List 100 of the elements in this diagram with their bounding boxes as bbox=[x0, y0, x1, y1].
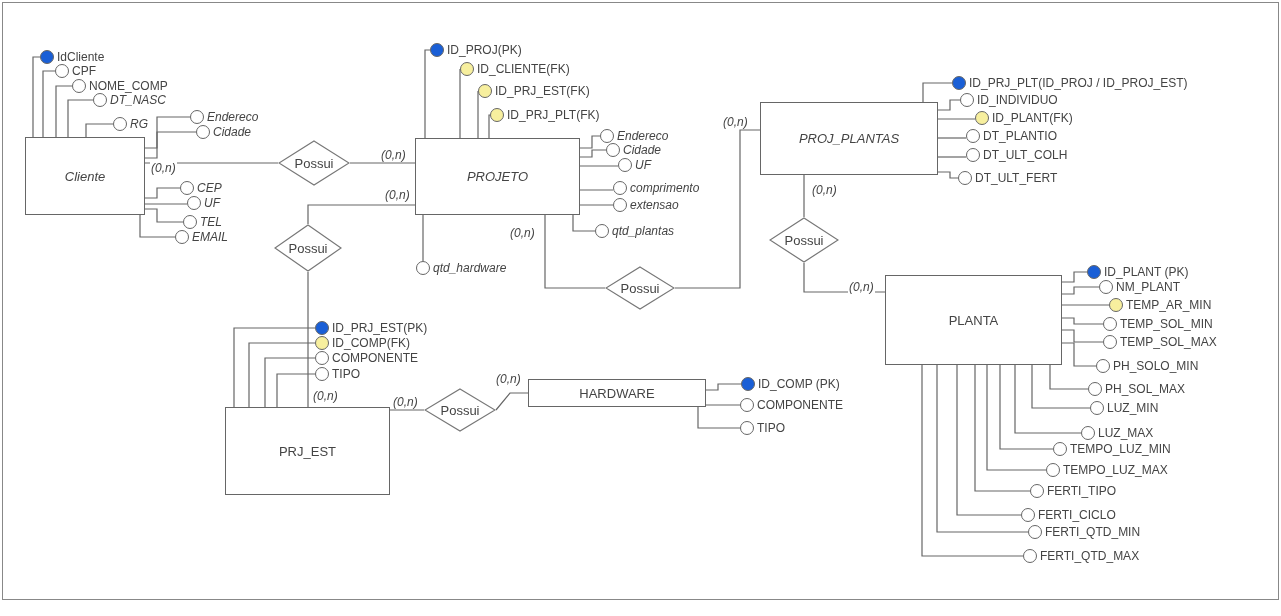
attribute-name: Endereco bbox=[207, 110, 259, 124]
relationship-name: Possui bbox=[620, 280, 660, 296]
connector-line bbox=[999, 364, 1054, 450]
connector-line bbox=[579, 165, 619, 167]
entity-name: PROJETO bbox=[466, 169, 529, 184]
connector-line bbox=[579, 189, 614, 191]
attribute-name: TEMP_AR_MIN bbox=[1126, 298, 1212, 312]
connector-line bbox=[937, 118, 976, 120]
connector-line bbox=[424, 49, 431, 139]
attribute-name: Cidade bbox=[213, 125, 252, 139]
cardinality-label: (0,n) bbox=[380, 148, 407, 162]
connector-line bbox=[477, 90, 479, 139]
cardinality-label: (0,n) bbox=[392, 395, 419, 409]
connector-line bbox=[922, 82, 953, 103]
connector-line bbox=[459, 68, 461, 139]
attribute-name: TEMPO_LUZ_MAX bbox=[1063, 463, 1168, 477]
connector-line bbox=[1061, 317, 1104, 325]
connector-line bbox=[1049, 364, 1089, 390]
connector-line bbox=[572, 214, 596, 232]
relationship-name: Possui bbox=[440, 402, 480, 418]
attribute-name: RG bbox=[130, 117, 148, 131]
connector-line bbox=[144, 116, 191, 149]
relationship-name: Possui bbox=[784, 232, 824, 248]
cardinality-label: (0,n) bbox=[150, 161, 177, 175]
attribute-name: PH_SOL_MAX bbox=[1105, 382, 1186, 396]
entity-name: PLANTA bbox=[948, 312, 999, 328]
connector-line bbox=[144, 208, 184, 223]
attribute-name: ID_PLANT(FK) bbox=[992, 111, 1073, 125]
attribute-name: FERTI_TIPO bbox=[1047, 484, 1117, 498]
connector-line bbox=[937, 156, 967, 158]
attribute-name: ID_CLIENTE(FK) bbox=[477, 62, 570, 76]
connector-line bbox=[389, 409, 425, 411]
connector-line bbox=[144, 203, 188, 205]
entity-box bbox=[225, 407, 390, 495]
entity-name: PRJ_EST bbox=[278, 443, 337, 459]
connector-line bbox=[674, 129, 761, 289]
connector-line bbox=[974, 364, 1031, 492]
connector-line bbox=[422, 214, 424, 262]
relationship-diamond bbox=[274, 224, 342, 272]
connector-line bbox=[1061, 271, 1088, 283]
attribute-name: qtd_plantas bbox=[612, 224, 675, 238]
connector-line bbox=[697, 406, 741, 429]
connector-line bbox=[1061, 304, 1110, 306]
connector-line bbox=[1031, 364, 1091, 409]
attribute-name: ID_PROJ(PK) bbox=[447, 43, 522, 57]
attribute-name: DT_PLANTIO bbox=[983, 129, 1057, 143]
connector-line bbox=[233, 327, 316, 408]
cardinality-label: (0,n) bbox=[495, 372, 522, 386]
connector-line bbox=[544, 214, 606, 289]
connector-line bbox=[579, 149, 607, 158]
attribute-name: DT_ULT_COLH bbox=[983, 148, 1068, 162]
connector-line bbox=[579, 135, 601, 149]
connector-line bbox=[956, 364, 1022, 516]
relationship-diamond bbox=[605, 266, 675, 310]
entity-box bbox=[885, 275, 1062, 365]
entity-name: HARDWARE bbox=[579, 385, 655, 401]
cardinality-label: (0,n) bbox=[722, 115, 749, 129]
attribute-name: TEL bbox=[200, 215, 222, 229]
attribute-name: NOME_COMP bbox=[89, 79, 168, 93]
attribute-name: ID_PRJ_EST(FK) bbox=[495, 84, 590, 98]
attribute-name: TIPO bbox=[332, 367, 360, 381]
connector-line bbox=[937, 99, 961, 111]
connector-line bbox=[349, 162, 416, 164]
entity-box bbox=[760, 102, 938, 175]
connector-line bbox=[264, 357, 316, 408]
attribute-name: COMPONENTE bbox=[332, 351, 418, 365]
attribute-name: LUZ_MAX bbox=[1098, 426, 1154, 440]
connector-line bbox=[986, 364, 1047, 471]
attribute-name: CEP bbox=[197, 181, 222, 195]
connector-line bbox=[705, 383, 742, 391]
connector-line bbox=[139, 214, 176, 238]
attribute-name: comprimento bbox=[630, 181, 700, 195]
cardinality-label: (0,n) bbox=[384, 188, 411, 202]
attribute-name: ID_PLANT (PK) bbox=[1104, 265, 1189, 279]
connector-line bbox=[276, 373, 316, 408]
connector-line bbox=[144, 131, 197, 159]
attribute-name: UF bbox=[635, 158, 651, 172]
entity-box bbox=[25, 137, 145, 215]
attribute-name: ID_PRJ_PLT(ID_PROJ / ID_PROJ_EST) bbox=[969, 76, 1188, 90]
entity-box bbox=[528, 379, 706, 407]
attribute-name: Cidade bbox=[623, 143, 662, 157]
attribute-name: FERTI_QTD_MIN bbox=[1045, 525, 1141, 539]
cardinality-label: (0,n) bbox=[811, 183, 838, 197]
attribute-name: IdCliente bbox=[57, 50, 105, 64]
attribute-name: ID_COMP(FK) bbox=[332, 336, 410, 350]
attribute-name: ID_COMP (PK) bbox=[758, 377, 840, 391]
attribute-name: EMAIL bbox=[192, 230, 228, 244]
attribute-name: ID_PRJ_EST(PK) bbox=[332, 321, 428, 335]
attribute-name: Endereco bbox=[617, 129, 669, 143]
attribute-name: TIPO bbox=[757, 421, 785, 435]
connector-line bbox=[579, 204, 614, 206]
relationship-diamond bbox=[278, 140, 350, 186]
connector-line bbox=[1061, 286, 1100, 295]
attribute-name: PH_SOLO_MIN bbox=[1113, 359, 1199, 373]
connector-line bbox=[1014, 364, 1082, 434]
cardinality-label: (0,n) bbox=[509, 226, 536, 240]
connector-line bbox=[67, 99, 94, 138]
attribute-name: TEMP_SOL_MAX bbox=[1120, 335, 1217, 349]
entity-name: Cliente bbox=[64, 168, 106, 184]
entity-box bbox=[415, 138, 580, 215]
